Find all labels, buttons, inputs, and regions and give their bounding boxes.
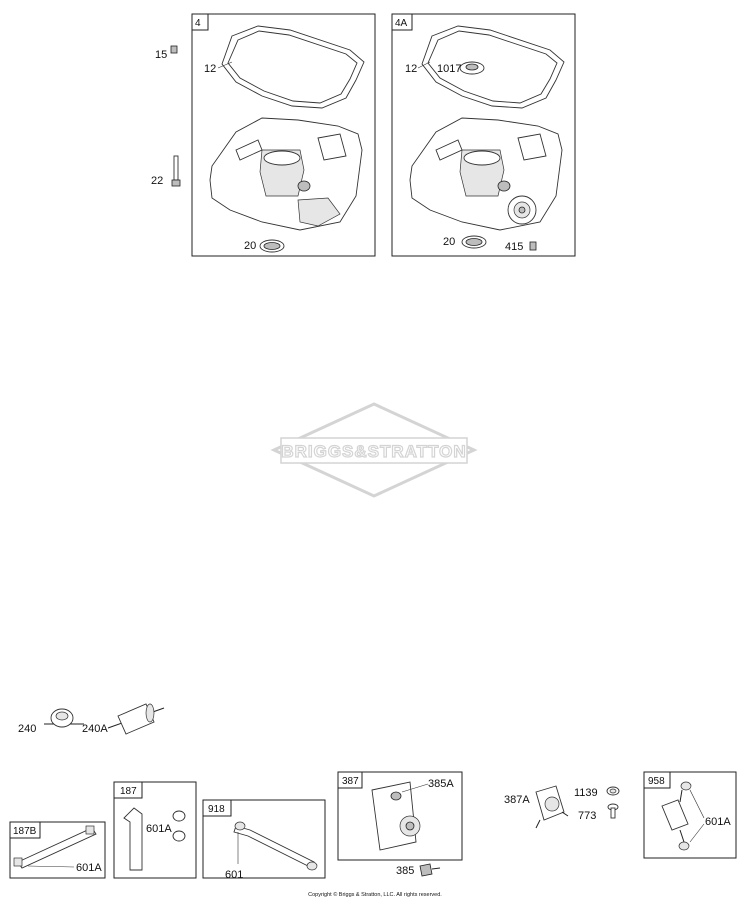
assembly-box-4a: 4A 12 [391, 13, 576, 257]
brand-watermark: BRIGGS&STRATTON [270, 402, 478, 498]
box-label-387: 387 [342, 776, 359, 787]
callout-387a: 387A [504, 794, 530, 806]
gasket-part [221, 25, 365, 109]
screw-385 [419, 863, 441, 877]
assembly-box-187b: 187B 601A [9, 821, 106, 879]
assembly-box-4: 4 12 20 [191, 13, 376, 257]
copyright-notice: Copyright © Briggs & Stratton, LLC. All … [308, 891, 442, 898]
watermark-text: BRIGGS&STRATTON [281, 442, 466, 461]
callout-773: 773 [578, 810, 596, 822]
screw-415 [529, 241, 537, 251]
callout-1139: 1139 [574, 787, 598, 799]
callout-601: 601 [225, 869, 243, 881]
callout-12-right: 12 [405, 63, 417, 75]
box-label-187b: 187B [13, 826, 37, 837]
bolt-22 [171, 155, 181, 187]
box-label-4: 4 [195, 18, 201, 29]
callout-385: 385 [396, 865, 414, 877]
assembly-box-387: 387 385A [337, 771, 463, 861]
callout-240a: 240A [82, 723, 108, 735]
box-label-4a: 4A [395, 18, 408, 29]
callout-12-left: 12 [204, 63, 216, 75]
gasket-part-4a [421, 25, 565, 109]
box-label-958: 958 [648, 776, 665, 787]
callout-601a-187: 601A [146, 823, 172, 835]
oil-pump-gear [507, 195, 537, 225]
cap-1017 [459, 61, 485, 75]
fuel-filter-240 [44, 708, 84, 728]
callout-240: 240 [18, 723, 36, 735]
assembly-box-918: 918 601 [202, 799, 326, 881]
seal-part [259, 239, 285, 253]
fuel-pump-387a [535, 785, 569, 829]
callout-601a-958: 601A [705, 816, 731, 828]
sump-casting-4a [409, 117, 563, 231]
box-label-187: 187 [120, 786, 137, 797]
callout-20-left: 20 [244, 240, 256, 252]
box-label-918: 918 [208, 804, 225, 815]
assembly-box-187: 187 601A [113, 781, 197, 879]
sump-casting [209, 117, 363, 231]
callout-22: 22 [151, 175, 163, 187]
callout-15: 15 [155, 49, 167, 61]
callout-1017: 1017 [437, 63, 461, 75]
callout-20-right: 20 [443, 236, 455, 248]
callout-385a: 385A [428, 778, 454, 790]
fuel-filter-240a [107, 703, 165, 735]
seal-part-4a [461, 235, 487, 249]
screw-15 [170, 45, 178, 54]
callout-601a-187b: 601A [76, 862, 102, 874]
callout-415: 415 [505, 241, 523, 253]
assembly-box-958: 958 601A [643, 771, 737, 859]
valve-773 [607, 803, 619, 819]
washer-1139 [606, 786, 620, 796]
